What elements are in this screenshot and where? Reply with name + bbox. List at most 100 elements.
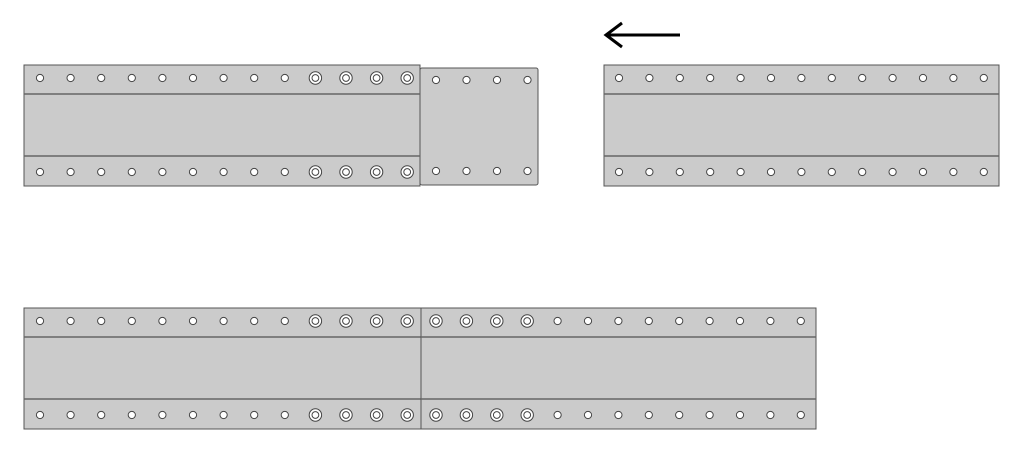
hole [644, 316, 653, 326]
countersunk-hole [369, 71, 384, 85]
hole [827, 73, 836, 83]
hole [462, 75, 471, 85]
hole [280, 73, 289, 83]
hole [645, 73, 654, 83]
hole [523, 166, 532, 176]
countersunk-hole [308, 165, 323, 179]
countersunk-hole [339, 408, 353, 422]
hole [766, 167, 776, 177]
hole [66, 73, 75, 83]
hole [979, 167, 988, 177]
hole [188, 316, 198, 326]
hole [66, 410, 75, 420]
hole [736, 167, 745, 177]
hole [797, 73, 806, 83]
rail-body [23, 307, 422, 430]
hole [127, 316, 136, 326]
hole [705, 316, 714, 326]
hole [97, 410, 106, 420]
right-outer-rail [603, 64, 1000, 187]
joined-right-rail [420, 307, 817, 430]
hole [918, 167, 928, 177]
hole [35, 167, 45, 177]
hole [553, 410, 562, 420]
hole [158, 316, 167, 326]
left-outer-rail [23, 64, 421, 187]
hole [614, 316, 623, 326]
hole [675, 167, 684, 177]
countersunk-hole [459, 314, 474, 328]
hole [97, 316, 106, 326]
hole [219, 410, 228, 420]
countersunk-hole [490, 314, 504, 328]
hole [918, 73, 928, 83]
hole [553, 316, 562, 326]
rail-body [420, 307, 817, 430]
hole [523, 75, 532, 85]
countersunk-hole [369, 408, 384, 422]
hole [979, 73, 988, 83]
hole [97, 73, 106, 83]
hole [219, 316, 228, 326]
rail-body [23, 64, 421, 187]
hole [796, 410, 805, 420]
hole [614, 167, 624, 177]
hole [735, 316, 745, 326]
countersunk-hole [339, 165, 353, 179]
hole [35, 73, 45, 83]
hole [858, 167, 867, 177]
countersunk-hole [369, 165, 384, 179]
hole [35, 316, 45, 326]
hole [614, 73, 624, 83]
hole [797, 167, 806, 177]
hole [583, 316, 593, 326]
hole [949, 73, 958, 83]
hole [158, 73, 167, 83]
hole [492, 75, 502, 85]
hole [219, 167, 228, 177]
hole [127, 167, 136, 177]
inner-extension-plate [419, 67, 539, 186]
hole [858, 73, 867, 83]
hole [583, 410, 593, 420]
hole [280, 316, 289, 326]
hole [888, 73, 897, 83]
left-arrow-icon [603, 21, 680, 49]
hole [97, 167, 106, 177]
hole [949, 167, 958, 177]
hole [188, 410, 198, 420]
countersunk-hole [308, 408, 323, 422]
hole [766, 316, 775, 326]
countersunk-hole [520, 408, 534, 422]
hole [250, 73, 259, 83]
hole [127, 73, 136, 83]
hole [705, 410, 714, 420]
hole [127, 410, 136, 420]
hole [492, 166, 502, 176]
hole [827, 167, 836, 177]
hole [431, 75, 441, 85]
stage-1-before-joining [23, 64, 1000, 187]
hole [219, 73, 228, 83]
hole [250, 316, 259, 326]
hole [706, 167, 715, 177]
countersunk-hole [459, 408, 474, 422]
countersunk-hole [429, 314, 443, 328]
hole [158, 167, 167, 177]
hole [280, 167, 289, 177]
countersunk-hole [400, 314, 414, 328]
hole [766, 73, 776, 83]
countersunk-hole [520, 314, 534, 328]
countersunk-hole [308, 314, 323, 328]
countersunk-hole [339, 71, 353, 85]
joined-left-rail [23, 307, 422, 430]
countersunk-hole [308, 71, 323, 85]
hole [675, 316, 684, 326]
countersunk-hole [369, 314, 384, 328]
hole [66, 167, 75, 177]
countersunk-hole [400, 408, 414, 422]
hole [736, 73, 745, 83]
stage-2-joined-rails [23, 307, 817, 430]
hole [250, 410, 259, 420]
